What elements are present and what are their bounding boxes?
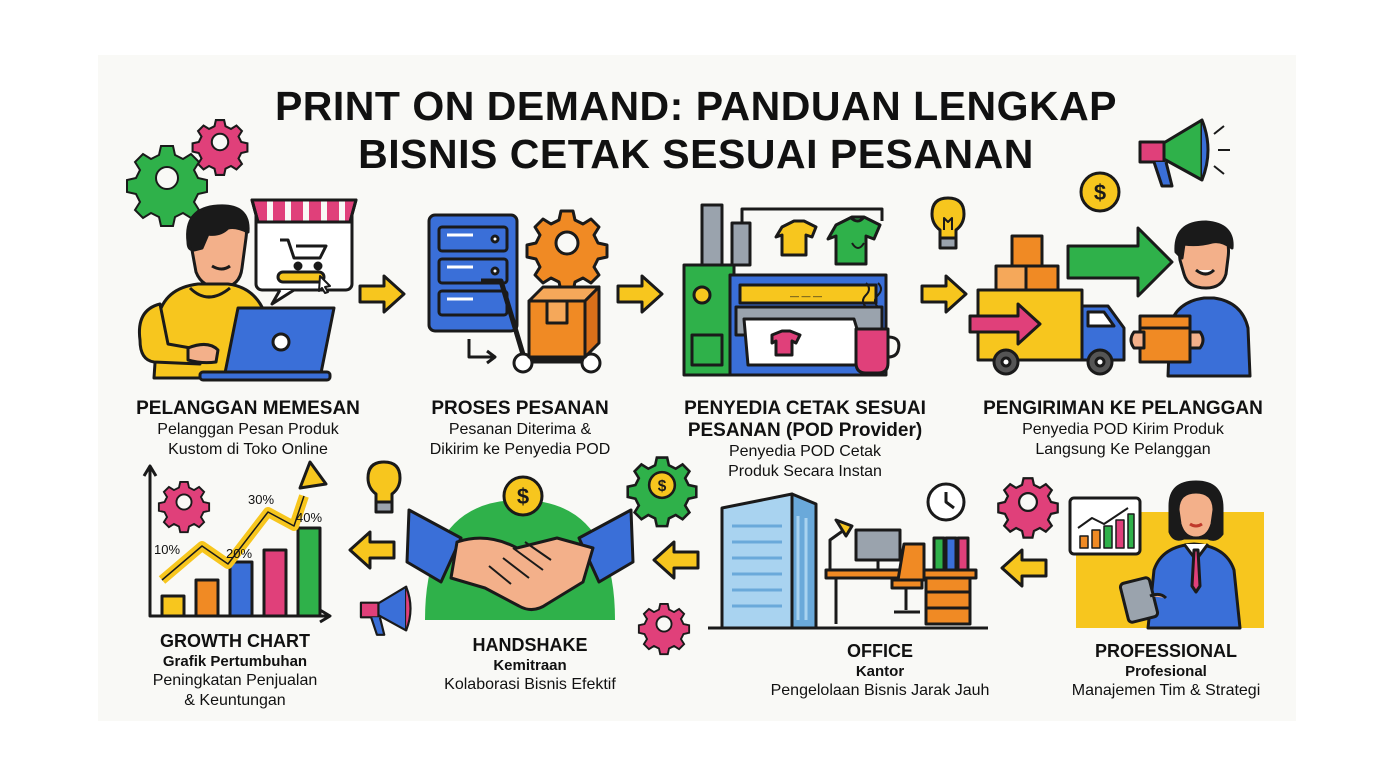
step-8-desc-line-2: & Keuntungan bbox=[184, 692, 286, 709]
dollar-sign: $ bbox=[658, 478, 667, 495]
arrow-left-icon bbox=[348, 530, 396, 570]
step-4-text: PENGIRIMAN KE PELANGGAN Penyedia POD Kir… bbox=[968, 398, 1278, 460]
step-1-desc-line-1: Pelanggan Pesan Produk bbox=[157, 421, 339, 438]
delivery-illustration bbox=[968, 220, 1252, 378]
step-1-desc-line-2: Kustom di Toko Online bbox=[168, 441, 328, 458]
step-7-desc-line-1: Kolaborasi Bisnis Efektif bbox=[444, 676, 616, 693]
order-processing-illustration bbox=[427, 209, 609, 374]
step-6-text: OFFICE Kantor Pengelolaan Bisnis Jarak J… bbox=[740, 640, 1020, 701]
step-3-desc-line-1: Penyedia POD Cetak bbox=[728, 443, 882, 460]
step-8-subheading: Grafik Pertumbuhan bbox=[162, 653, 308, 670]
growth-label-30: 30% bbox=[248, 492, 274, 507]
gear-icon-green bbox=[126, 145, 208, 227]
step-2-heading: PROSES PESANAN bbox=[431, 398, 609, 419]
step-5-heading: PROFESSIONAL bbox=[1094, 641, 1237, 661]
arrow-left-icon bbox=[1000, 548, 1048, 588]
growth-label-40: 40% bbox=[296, 510, 322, 525]
gear-icon-pink bbox=[191, 119, 249, 176]
step-5-text: PROFESSIONAL Profesional Manajemen Tim &… bbox=[1046, 640, 1286, 701]
step-5-subheading: Profesional bbox=[1125, 663, 1207, 680]
lightbulb-icon bbox=[930, 196, 966, 250]
step-2-desc-line-1: Pesanan Diterima & bbox=[448, 421, 592, 438]
step-5-desc-line-1: Manajemen Tim & Strategi bbox=[1071, 682, 1261, 699]
svg-text:— — —: — — — bbox=[790, 291, 822, 301]
lightbulb-icon bbox=[366, 460, 402, 514]
step-3-heading: PENYEDIA CETAK SESUAI bbox=[684, 398, 926, 419]
megaphone-icon bbox=[1138, 118, 1230, 188]
dollar-coin-icon: $ bbox=[1079, 171, 1121, 213]
customer-ordering-illustration bbox=[137, 198, 358, 382]
arrow-right-icon bbox=[358, 274, 406, 314]
step-1-heading: PELANGGAN MEMESAN bbox=[136, 398, 360, 419]
professional-illustration bbox=[1068, 480, 1264, 630]
growth-label-20: 20% bbox=[226, 546, 252, 561]
megaphone-icon bbox=[359, 585, 412, 636]
step-7-subheading: Kemitraan bbox=[493, 657, 567, 674]
step-3-desc-line-2: Produk Secara Instan bbox=[728, 463, 882, 480]
page-title-line-2: BISNIS CETAK SESUAI PESANAN bbox=[358, 131, 1034, 177]
step-2-text: PROSES PESANAN Pesanan Diterima & Dikiri… bbox=[400, 398, 640, 460]
step-4-heading: PENGIRIMAN KE PELANGGAN bbox=[983, 398, 1263, 419]
gear-icon-pink bbox=[637, 602, 691, 656]
dollar-sign: $ bbox=[517, 484, 529, 509]
dollar-sign: $ bbox=[1094, 180, 1106, 205]
step-4-desc-line-2: Langsung Ke Pelanggan bbox=[1035, 441, 1211, 458]
step-4-desc-line-1: Penyedia POD Kirim Produk bbox=[1022, 421, 1224, 438]
step-8-heading: GROWTH CHART bbox=[160, 631, 310, 651]
growth-label-10: 10% bbox=[154, 542, 180, 557]
step-6-subheading: Kantor bbox=[855, 663, 905, 680]
step-7-text: HANDSHAKE Kemitraan Kolaborasi Bisnis Ef… bbox=[410, 634, 650, 695]
step-3-heading-line-2: PESANAN (POD Provider) bbox=[687, 420, 923, 441]
step-8-text: GROWTH CHART Grafik Pertumbuhan Peningka… bbox=[120, 630, 350, 711]
step-3-text: PENYEDIA CETAK SESUAI PESANAN (POD Provi… bbox=[670, 398, 940, 482]
gear-icon-pink bbox=[157, 480, 211, 534]
arrow-left-icon bbox=[652, 540, 700, 580]
step-2-desc-line-2: Dikirim ke Penyedia POD bbox=[429, 441, 611, 458]
arrow-right-icon bbox=[920, 274, 968, 314]
growth-chart-illustration: 10% 20% 30% 40% bbox=[142, 460, 332, 624]
step-6-heading: OFFICE bbox=[847, 641, 913, 661]
handshake-illustration: $ bbox=[405, 475, 635, 620]
gear-coin-icon: $ bbox=[626, 456, 698, 528]
step-8-desc-line-1: Peningkatan Penjualan bbox=[152, 672, 318, 689]
gear-icon-pink bbox=[997, 477, 1059, 539]
office-illustration bbox=[708, 482, 988, 630]
arrow-right-icon bbox=[616, 274, 664, 314]
step-7-heading: HANDSHAKE bbox=[472, 635, 588, 655]
step-1-text: PELANGGAN MEMESAN Pelanggan Pesan Produk… bbox=[128, 398, 368, 460]
print-factory-illustration: — — — bbox=[682, 203, 901, 377]
page-title-line-1: PRINT ON DEMAND: PANDUAN LENGKAP bbox=[274, 83, 1118, 129]
step-6-desc-line-1: Pengelolaan Bisnis Jarak Jauh bbox=[770, 682, 990, 699]
